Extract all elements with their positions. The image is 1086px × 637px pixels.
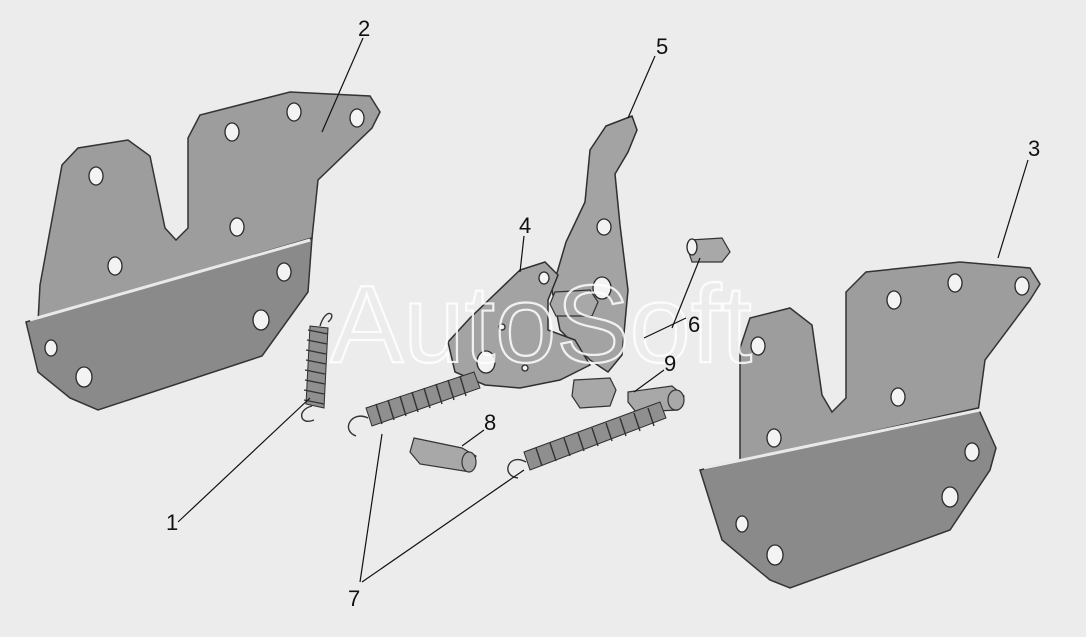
callout-2: 2 (358, 16, 370, 41)
callout-4: 4 (519, 213, 531, 238)
long-spring-lower (507, 401, 667, 479)
short-pin (627, 385, 685, 413)
left-mounting-plate (25, 91, 381, 411)
callout-9: 9 (664, 351, 676, 376)
leader-9 (633, 369, 665, 393)
leader-8 (461, 429, 485, 447)
leader-4 (519, 235, 525, 273)
leader-7b (361, 469, 525, 583)
callout-6: 6 (688, 312, 700, 337)
callout-7: 7 (348, 586, 360, 611)
leader-6 (643, 317, 687, 339)
callout-5: 5 (656, 34, 668, 59)
callout-3: 3 (1028, 136, 1040, 161)
leader-6b (671, 257, 701, 329)
leader-7a (359, 433, 383, 583)
long-spring-upper (347, 371, 481, 437)
leader-1 (177, 397, 311, 523)
bushing (686, 237, 731, 263)
leader-5 (627, 55, 656, 119)
right-mounting-plate (699, 261, 1041, 589)
callout-8: 8 (484, 410, 496, 435)
small-spring (301, 312, 333, 422)
leader-2 (321, 37, 364, 133)
lever-pins (549, 289, 617, 409)
watermark-text: AutoSoft (330, 263, 752, 386)
latch-plate (447, 261, 592, 389)
leader-lines (177, 37, 1029, 583)
stud-pin (409, 437, 477, 473)
callout-1: 1 (166, 510, 178, 535)
leader-3 (997, 159, 1029, 259)
